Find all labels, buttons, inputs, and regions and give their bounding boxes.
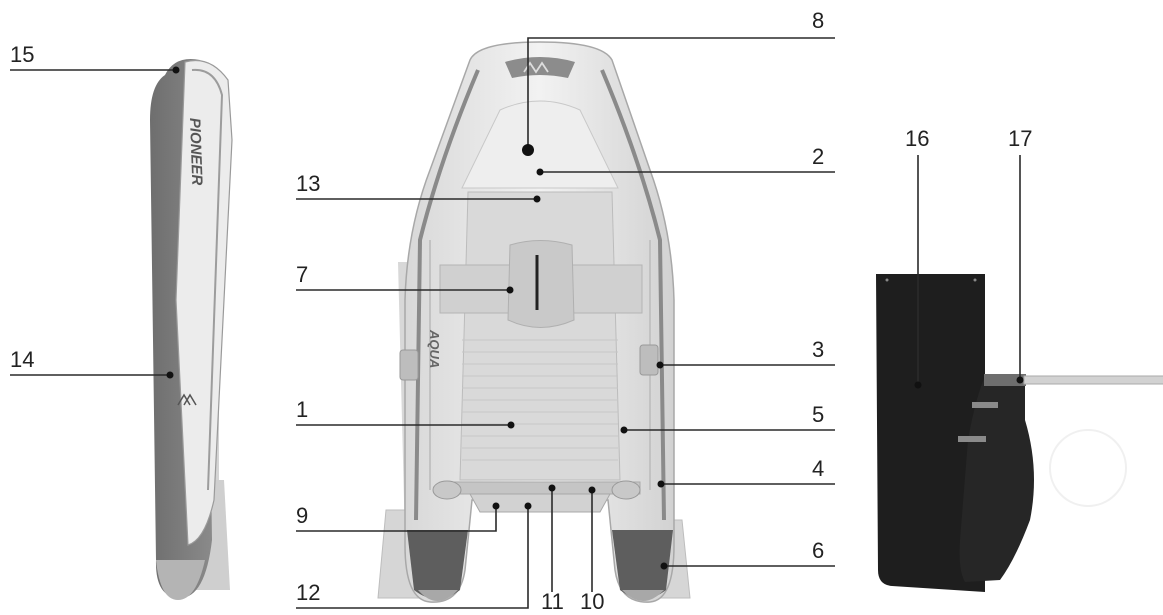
callout-10: 10 xyxy=(580,589,605,614)
callout-2: 2 xyxy=(812,144,825,169)
stern-cone-right xyxy=(612,530,673,599)
leader-lines xyxy=(10,37,1024,609)
drain-plate xyxy=(469,493,611,513)
callout-9: 9 xyxy=(296,503,309,528)
stern-cone-left xyxy=(407,530,468,599)
fin-and-rudder xyxy=(876,274,1163,592)
bow-deck xyxy=(461,100,619,189)
hull-brand-text: AQUA xyxy=(427,329,442,368)
callout-17: 17 xyxy=(1008,126,1033,151)
stern-tip-left xyxy=(418,590,458,601)
hull-stripe-left xyxy=(414,69,480,521)
side-brand-text: PIONEER xyxy=(186,118,205,186)
side-stripe xyxy=(191,68,224,491)
side-logo-icon xyxy=(177,393,197,406)
callout-11: 11 xyxy=(541,589,564,614)
side-cone xyxy=(156,560,205,600)
rudder-bracket xyxy=(984,374,1026,386)
rudder-pin-top xyxy=(972,402,998,408)
watermark-stamp xyxy=(1049,429,1127,507)
seat-bag xyxy=(507,240,575,328)
hull-stripe-right xyxy=(600,69,666,521)
callout-14: 14 xyxy=(10,347,35,372)
oarlock-right xyxy=(639,344,659,376)
boat-top-view: AQUA xyxy=(377,41,691,603)
callout-3: 3 xyxy=(812,337,825,362)
floor xyxy=(459,191,621,481)
rudder-pin-bottom xyxy=(958,436,986,442)
stern-tip-right xyxy=(622,590,664,601)
callout-6: 6 xyxy=(812,538,825,563)
callout-12: 12 xyxy=(296,580,321,605)
oarlock-left xyxy=(399,349,419,381)
callout-7: 7 xyxy=(296,262,309,287)
stern-cap-right xyxy=(611,480,641,500)
rudder-blade xyxy=(959,376,1034,582)
floor-slats xyxy=(462,339,618,461)
transom xyxy=(439,481,641,495)
callout-8: 8 xyxy=(812,8,825,33)
centerboard-fin xyxy=(876,274,985,592)
tiller xyxy=(1023,375,1163,385)
callout-15: 15 xyxy=(10,42,35,67)
callout-4: 4 xyxy=(812,456,825,481)
callout-1: 1 xyxy=(296,397,309,422)
stern-cap-left xyxy=(432,480,462,500)
callout-13: 13 xyxy=(296,171,321,196)
callout-5: 5 xyxy=(812,402,825,427)
callout-16: 16 xyxy=(905,126,930,151)
boat-side-view: PIONEER xyxy=(150,59,233,600)
